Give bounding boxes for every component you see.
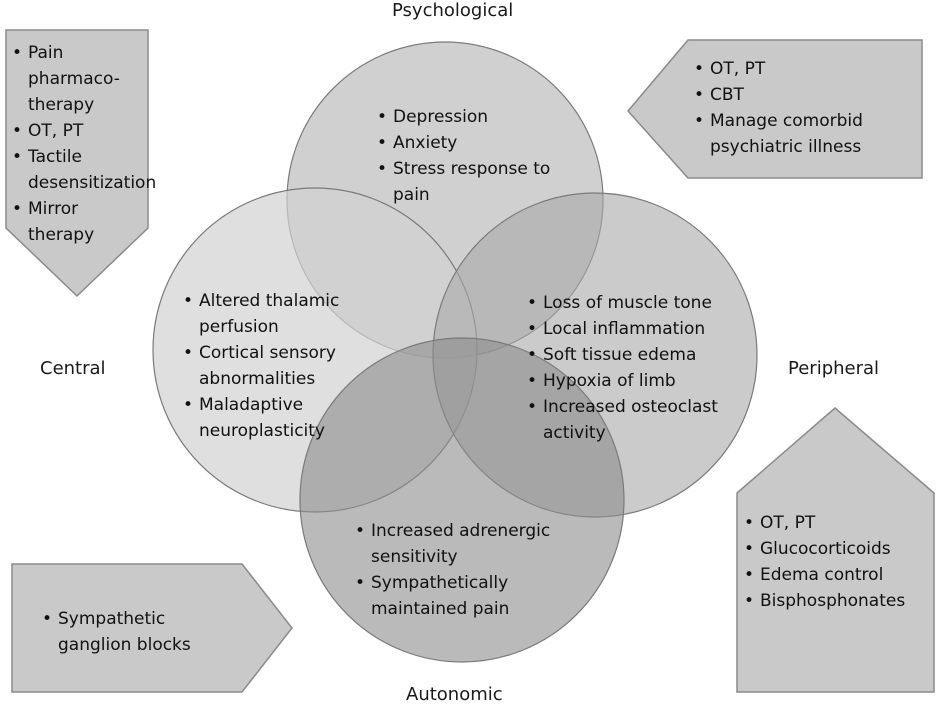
treatments-top-right: OT, PT CBT Manage comorbid psychiatric i…: [694, 56, 916, 160]
list-item: OT, PT: [12, 118, 148, 144]
list-item: Sympathetically maintained pain: [355, 570, 555, 622]
treatments-bottom-left: Sympathetic ganglion blocks: [42, 606, 242, 658]
list-item: Loss of muscle tone: [527, 290, 737, 316]
list-item: Local inflammation: [527, 316, 737, 342]
list-item: Mirror therapy: [12, 196, 148, 248]
list-item: Pain pharmaco-therapy: [12, 40, 148, 118]
label-peripheral: Peripheral: [788, 358, 880, 379]
list-item: Increased osteoclast activity: [527, 394, 737, 446]
label-psychological: Psychological: [392, 0, 514, 21]
list-item: Hypoxia of limb: [527, 368, 737, 394]
list-item: Sympathetic ganglion blocks: [42, 606, 242, 658]
peripheral-factors: Loss of muscle tone Local inflammation S…: [527, 290, 737, 446]
autonomic-factors: Increased adrenergic sensitivity Sympath…: [355, 518, 555, 622]
list-item: Maladaptive neuroplasticity: [183, 392, 363, 444]
list-item: Cortical sensory abnormalities: [183, 340, 363, 392]
list-item: Edema control: [744, 562, 934, 588]
treatments-bottom-right: OT, PT Glucocorticoids Edema control Bis…: [744, 510, 934, 614]
label-central: Central: [40, 358, 106, 379]
list-item: Glucocorticoids: [744, 536, 934, 562]
label-autonomic: Autonomic: [406, 684, 503, 705]
list-item: Altered thalamic perfusion: [183, 288, 363, 340]
list-item: Soft tissue edema: [527, 342, 737, 368]
list-item: Stress response to pain: [377, 156, 557, 208]
list-item: Depression: [377, 104, 557, 130]
list-item: CBT: [694, 82, 916, 108]
central-factors: Altered thalamic perfusion Cortical sens…: [183, 288, 363, 444]
list-item: Bisphosphonates: [744, 588, 934, 614]
list-item: Tactile desensitization: [12, 144, 156, 196]
psychological-factors: Depression Anxiety Stress response to pa…: [377, 104, 557, 208]
list-item: Anxiety: [377, 130, 557, 156]
treatments-top-left: Pain pharmaco-therapy OT, PT Tactile des…: [12, 40, 156, 248]
list-item: Increased adrenergic sensitivity: [355, 518, 555, 570]
list-item: OT, PT: [694, 56, 916, 82]
list-item: Manage comorbid psychiatric illness: [694, 108, 916, 160]
list-item: OT, PT: [744, 510, 934, 536]
